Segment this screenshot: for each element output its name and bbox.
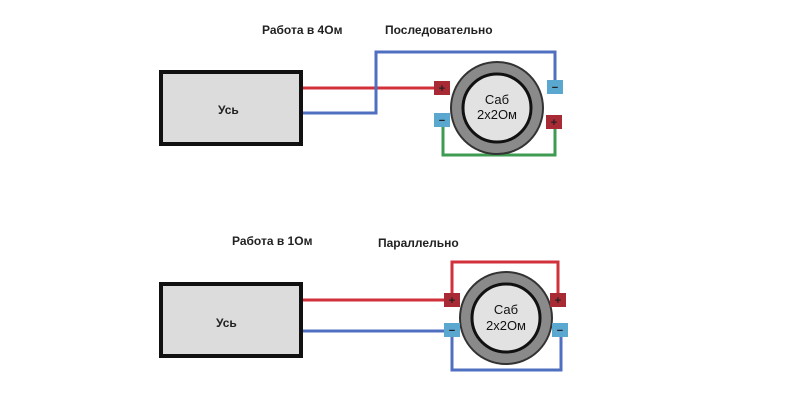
terminal-minus-right: − [547,80,563,94]
subwoofer: Саб 2х2Ом [450,61,544,155]
amplifier-label: Усь [218,103,239,117]
terminal-negative [552,323,568,337]
terminal-negative [434,113,450,127]
terminal-plus-right: + [546,115,562,129]
terminal-minus-left: − [444,323,460,337]
speaker-label: Саб [485,92,509,107]
amplifier-label: Усь [216,316,237,330]
terminal-plus-left: + [434,81,450,95]
minus-sign: − [439,115,445,127]
mode-label-4ohm: Работа в 4Ом [262,23,343,37]
positive-bridge-wire [450,260,560,294]
plus-sign: + [555,295,561,307]
terminal-positive [444,293,460,307]
terminal-plus-left: + [444,293,460,307]
amplifier-box [159,70,303,146]
speaker-impedance: 2х2Ом [477,107,517,122]
amplifier-box [159,282,303,358]
series-bridge-wire [441,126,557,157]
terminal-negative [547,80,563,94]
mode-label-1ohm: Работа в 1Ом [232,234,313,248]
minus-sign: − [557,325,563,337]
terminal-negative [444,323,460,337]
terminal-minus-left: − [434,113,450,127]
minus-sign: − [552,82,558,94]
terminal-minus-right: − [552,323,568,337]
connection-label-parallel: Параллельно [378,236,459,250]
terminal-plus-right: + [550,293,566,307]
terminal-positive [434,81,450,95]
parallel-diagram: Работа в 1Ом Параллельно Усь Саб 2х2Ом +… [159,234,568,372]
negative-wire [303,50,557,115]
speaker-label: Саб [494,302,518,317]
plus-sign: + [449,295,455,307]
speaker-cone [461,72,533,144]
series-diagram: Работа в 4Ом Последовательно Усь Саб 2х2… [159,23,563,157]
plus-sign: + [439,83,445,95]
negative-bridge-wire [450,336,563,372]
subwoofer: Саб 2х2Ом [459,271,553,365]
speaker-impedance: 2х2Ом [486,318,526,333]
minus-sign: − [449,325,455,337]
terminal-positive [546,115,562,129]
connection-label-series: Последовательно [385,23,493,37]
plus-sign: + [551,117,557,129]
speaker-cone [470,282,542,354]
terminal-positive [550,293,566,307]
